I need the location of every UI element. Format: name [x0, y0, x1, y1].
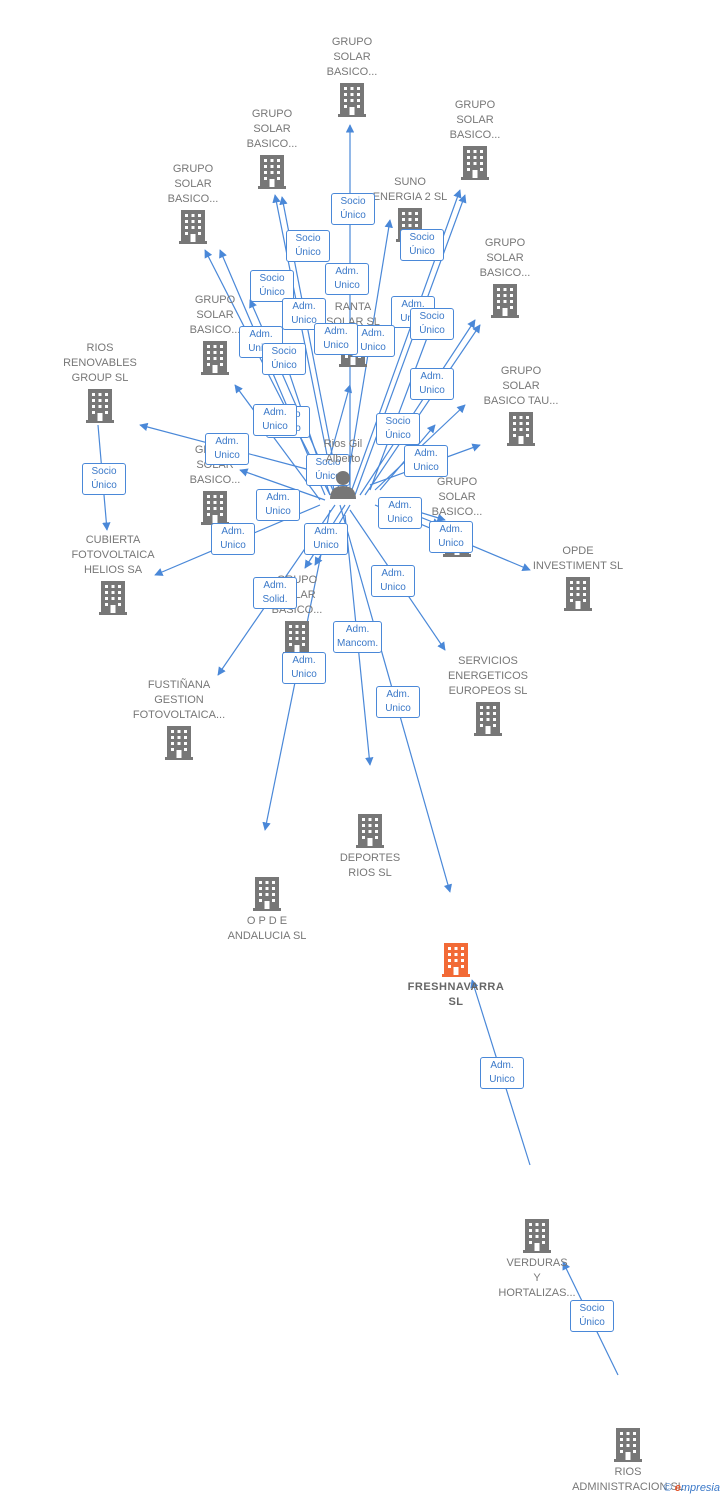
company-label: OPDE INVESTIMENT SL [532, 545, 624, 572]
relation-badge[interactable]: Socio Único [331, 193, 375, 225]
relation-badge[interactable]: Adm. Unico [205, 433, 249, 465]
building-icon [201, 491, 229, 525]
relation-badge[interactable]: Adm. Unico [253, 404, 297, 436]
company-node-gsb2[interactable]: GRUPO SOLAR BASICO... [197, 107, 347, 192]
company-node-gsb_tau[interactable]: GRUPO SOLAR BASICO TAU... [446, 364, 596, 449]
relation-badge[interactable]: Adm. Solid. [253, 577, 297, 609]
company-node-deportes[interactable]: DEPORTES RIOS SL [295, 811, 445, 881]
person-icon [330, 471, 356, 499]
company-node-verduras[interactable]: VERDURAS Y HORTALIZAS... [462, 1216, 612, 1301]
company-node-cubierta[interactable]: CUBIERTA FOTOVOLTAICA HELIOS SA [38, 533, 188, 618]
relation-badge[interactable]: Adm. Unico [410, 368, 454, 400]
building-icon [614, 1428, 642, 1462]
company-node-gsb1[interactable]: GRUPO SOLAR BASICO... [277, 35, 427, 120]
relation-badge[interactable]: Adm. Unico [480, 1057, 524, 1089]
brand-name: mpresia [680, 1482, 720, 1494]
relation-badge[interactable]: Adm. Unico [429, 521, 473, 553]
company-node-suno[interactable]: SUNO ENERGIA 2 SL [335, 175, 485, 245]
building-icon [86, 389, 114, 423]
company-label: GRUPO SOLAR BASICO... [271, 574, 323, 616]
company-label: GRUPO SOLAR BASICO TAU... [483, 365, 559, 407]
company-label: SUNO ENERGIA 2 SL [372, 176, 448, 203]
edge-14 [364, 324, 481, 496]
relation-badge[interactable]: Adm. Unico [314, 323, 358, 355]
footer-brand: © empresia [664, 1482, 720, 1494]
company-label: DEPORTES RIOS SL [339, 852, 401, 879]
relation-badge[interactable]: Adm. Unico [256, 489, 300, 521]
relation-badge[interactable]: Adm. Mancom. [333, 621, 383, 653]
relation-badge[interactable]: Socio Único [400, 229, 444, 261]
company-label: CUBIERTA FOTOVOLTAICA HELIOS SA [71, 534, 155, 576]
edge-10 [344, 219, 393, 496]
relation-badge[interactable]: Socio Único [250, 270, 294, 302]
relation-badge[interactable]: Adm. Unico [376, 686, 420, 718]
company-node-rios_ren[interactable]: RIOS RENOVABLES GROUP SL [25, 341, 175, 426]
company-node-fustinana[interactable]: FUSTIÑANA GESTION FOTOVOLTAICA... [104, 678, 254, 763]
company-node-gsb4[interactable]: GRUPO SOLAR BASICO... [118, 162, 268, 247]
company-label: GRUPO SOLAR BASICO... [189, 294, 241, 336]
building-icon [165, 726, 193, 760]
relation-badge[interactable]: Adm. Unico [325, 263, 369, 295]
company-node-gsb6[interactable]: GRUPO SOLAR BASICO... [140, 293, 290, 378]
company-label: O P D E ANDALUCIA SL [227, 915, 307, 942]
company-label: GRUPO SOLAR BASICO... [431, 476, 483, 518]
relation-badge[interactable]: Adm. Unico [404, 445, 448, 477]
company-label: FRESHNAVARRA SL [407, 981, 505, 1008]
copyright-symbol: © [663, 1482, 672, 1494]
building-icon [99, 581, 127, 615]
building-icon [201, 341, 229, 375]
company-node-gsb8[interactable]: GRUPO SOLAR BASICO... [382, 475, 532, 560]
building-icon [442, 943, 470, 977]
relation-badge[interactable]: Adm. Unico [371, 565, 415, 597]
company-label: RIOS ADMINISTRACION SL [572, 1466, 684, 1493]
company-label: GRUPO SOLAR BASICO... [326, 36, 378, 78]
brand-initial: e [674, 1482, 681, 1494]
building-icon [179, 210, 207, 244]
relation-badge[interactable]: Socio Único [570, 1300, 614, 1332]
company-node-rios_adm[interactable]: RIOS ADMINISTRACION SL [553, 1425, 703, 1495]
company-label: SERVICIOS ENERGETICOS EUROPEOS SL [447, 655, 529, 697]
relation-badge[interactable]: Socio Único [410, 308, 454, 340]
company-label: GRUPO SOLAR BASICO... [449, 99, 501, 141]
person-label: Rios Gil Alberto [323, 438, 363, 465]
company-label: RIOS RENOVABLES GROUP SL [63, 342, 137, 384]
building-icon [474, 702, 502, 736]
building-icon [564, 577, 592, 611]
relation-badge[interactable]: Socio Único [82, 463, 126, 495]
relation-badge[interactable]: Adm. Unico [378, 497, 422, 529]
company-node-opde_inv[interactable]: OPDE INVESTIMENT SL [503, 544, 653, 614]
relation-badge[interactable]: Adm. Unico [211, 523, 255, 555]
company-node-fresh[interactable]: FRESHNAVARRA SL [381, 940, 531, 1010]
person-node[interactable]: Rios Gil Alberto [293, 437, 393, 499]
company-label: FUSTIÑANA GESTION FOTOVOLTAICA... [132, 679, 226, 721]
building-icon [356, 814, 384, 848]
building-icon [253, 877, 281, 911]
relation-badge[interactable]: Socio Único [286, 230, 330, 262]
company-label: GRUPO SOLAR BASICO... [246, 108, 298, 150]
edge-7 [234, 384, 321, 501]
relation-badge[interactable]: Socio Único [376, 413, 420, 445]
building-icon [507, 412, 535, 446]
company-node-gsb5[interactable]: GRUPO SOLAR BASICO... [430, 236, 580, 321]
relation-badge[interactable]: Adm. Unico [282, 652, 326, 684]
building-icon [523, 1219, 551, 1253]
company-node-servicios[interactable]: SERVICIOS ENERGETICOS EUROPEOS SL [413, 654, 563, 739]
building-icon [283, 621, 311, 655]
company-node-opde_and[interactable]: O P D E ANDALUCIA SL [192, 874, 342, 944]
relation-badge[interactable]: Socio Único [262, 343, 306, 375]
company-label: VERDURAS Y HORTALIZAS... [498, 1257, 576, 1299]
relation-badge[interactable]: Adm. Unico [304, 523, 348, 555]
edge-15 [369, 329, 432, 491]
company-label: GRUPO SOLAR BASICO... [167, 163, 219, 205]
building-icon [491, 284, 519, 318]
edge-12 [354, 194, 467, 496]
edge-23 [239, 468, 326, 501]
company-node-gsb3[interactable]: GRUPO SOLAR BASICO... [400, 98, 550, 183]
company-label: GRUPO SOLAR BASICO... [479, 237, 531, 279]
